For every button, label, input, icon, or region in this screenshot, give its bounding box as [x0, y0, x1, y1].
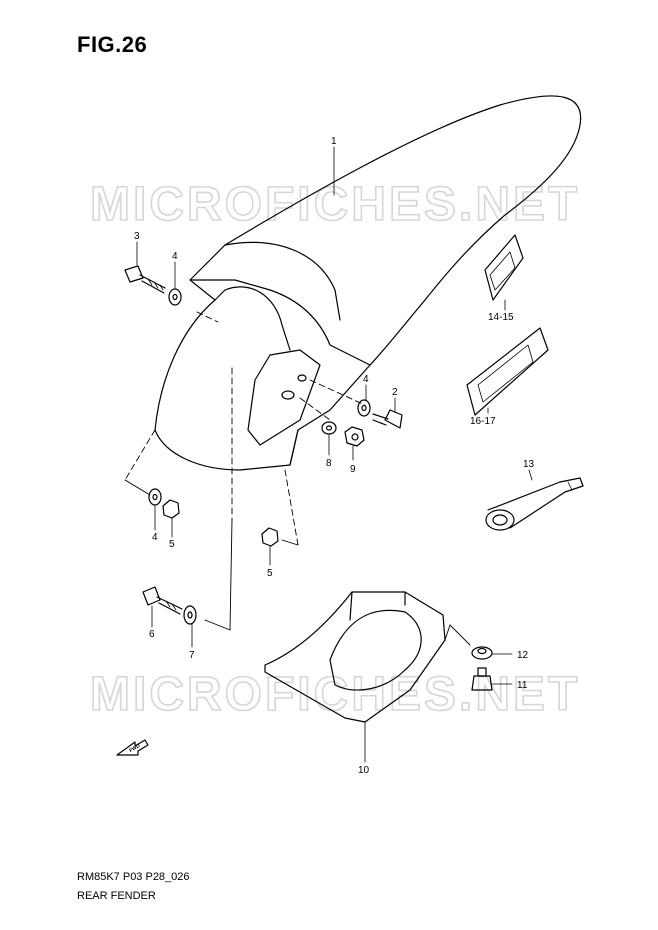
fwd-label: FWD	[128, 743, 141, 754]
callout-4-lower: 4	[152, 532, 158, 543]
washer-part-7[interactable]	[183, 605, 197, 625]
nut-part-5-lower[interactable]	[261, 527, 279, 547]
callout-4-upper: 4	[172, 251, 178, 262]
washer-part-4-lower[interactable]	[148, 488, 162, 506]
callout-5-left: 5	[169, 539, 175, 550]
callout-5-lower: 5	[267, 568, 273, 579]
washer-part-8[interactable]	[321, 421, 337, 435]
tool-part-13[interactable]	[485, 477, 584, 531]
watermark-top: MICROFICHES.NET	[90, 178, 580, 231]
bolt-part-6[interactable]	[142, 586, 183, 615]
callout-9: 9	[350, 464, 356, 475]
callout-1: 1	[331, 136, 337, 147]
bolt-part-2[interactable]	[372, 409, 403, 429]
washer-part-12[interactable]	[471, 646, 493, 660]
section-name: REAR FENDER	[77, 890, 156, 902]
model-code: RM85K7 P03 P28_026	[77, 871, 190, 883]
callout-2: 2	[392, 387, 398, 398]
callout-4-right: 4	[363, 374, 369, 385]
figure-footer: RM85K7 P03 P28_026 REAR FENDER	[77, 868, 190, 906]
callout-16-17: 16-17	[470, 416, 496, 427]
callout-14-15: 14-15	[488, 312, 514, 323]
nut-part-5-left[interactable]	[162, 499, 180, 519]
shield-part-10[interactable]	[264, 591, 471, 723]
nut-part-9[interactable]	[344, 426, 365, 447]
callout-11: 11	[517, 680, 528, 691]
callout-3: 3	[134, 231, 140, 242]
callout-13: 13	[523, 459, 535, 470]
callout-10: 10	[358, 765, 370, 776]
callout-7: 7	[189, 650, 195, 661]
callout-12: 12	[517, 650, 529, 661]
washer-part-4-right[interactable]	[357, 399, 371, 417]
callout-6: 6	[149, 629, 155, 640]
watermark-bottom: MICROFICHES.NET	[90, 668, 580, 721]
washer-part-4-upper-left[interactable]	[168, 288, 182, 306]
bolt-part-3[interactable]	[124, 265, 166, 294]
figure-title: FIG.26	[77, 32, 148, 57]
label-part-14-15[interactable]	[484, 234, 524, 301]
label-part-16-17[interactable]	[466, 327, 549, 416]
callout-8: 8	[326, 458, 332, 469]
bolt-part-11[interactable]	[471, 667, 493, 691]
fwd-arrow-icon	[116, 739, 149, 756]
